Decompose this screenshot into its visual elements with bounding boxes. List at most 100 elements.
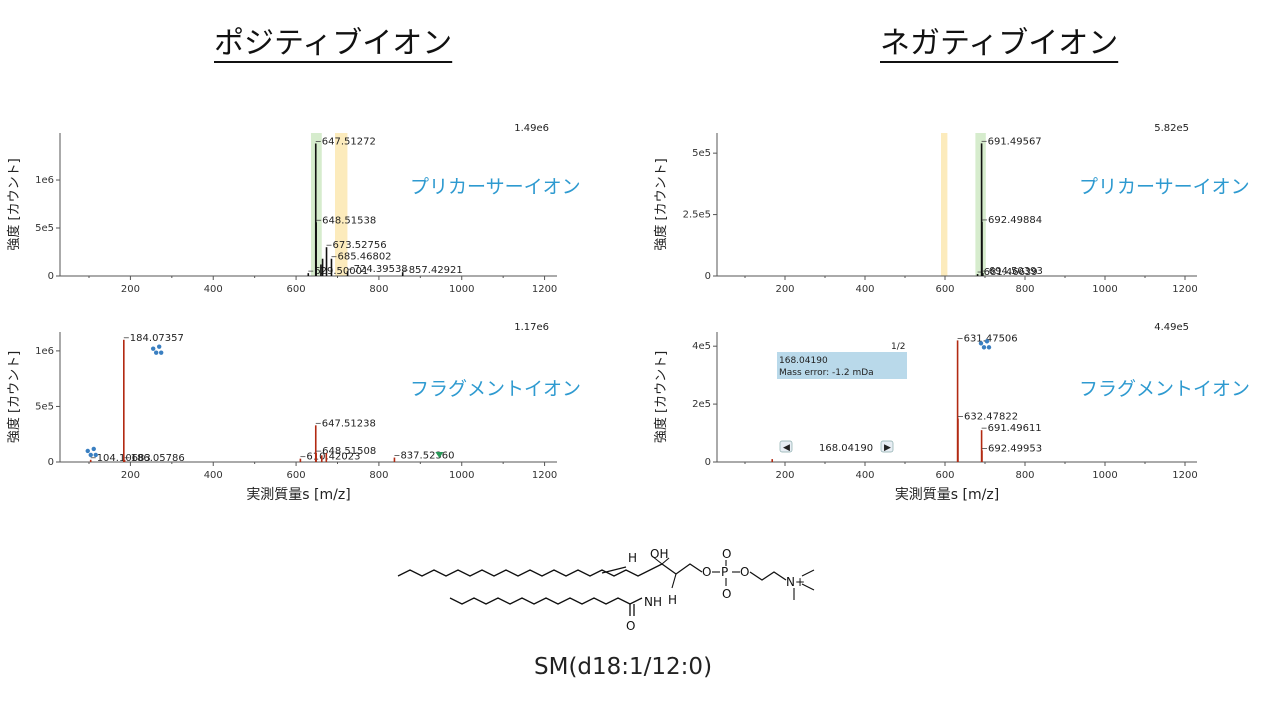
molecule-dot [158, 350, 164, 355]
triangle-marker-icon [435, 452, 444, 458]
peak-label: 184.07357 [130, 333, 184, 344]
tooltip-page: 1/2 [891, 342, 905, 352]
x-tick-label: 200 [775, 284, 794, 295]
ether-oxygen: O [702, 565, 711, 579]
peak-label: 724.39538 [354, 264, 408, 275]
x-tick-label: 400 [204, 470, 223, 481]
molecule-dot [85, 448, 90, 454]
x-tick-label: 1000 [449, 470, 474, 481]
y-tick-label: 1e6 [35, 346, 54, 357]
x-axis-label: 実測質量s [m/z] [246, 487, 350, 503]
nav-mass-value: 168.04190 [819, 443, 873, 454]
peak-label: 632.47822 [964, 412, 1018, 423]
x-tick-label: 200 [775, 470, 794, 481]
positive-ion-heading: ポジティブイオン [214, 26, 453, 61]
tooltip-mass: 168.04190 [779, 356, 828, 366]
peak-label: 647.51238 [322, 418, 376, 429]
y-tick-label: 0 [705, 457, 711, 468]
phosphorus-atom: P [721, 565, 728, 579]
peak-label: 857.42921 [409, 265, 463, 276]
peak-label: 610.42023 [306, 452, 360, 463]
max-intensity-label: 5.82e5 [1154, 123, 1189, 134]
molecule-dot [156, 344, 162, 349]
molecule-dot [978, 341, 984, 346]
y-tick-label: 5e5 [35, 401, 54, 412]
prev-arrow-icon: ◀ [783, 443, 790, 453]
molecule-icon [978, 339, 992, 350]
molecule-dot [88, 452, 93, 458]
y-tick-label: 5e5 [692, 148, 711, 159]
max-intensity-label: 1.17e6 [514, 322, 549, 333]
molecule-dot [93, 452, 98, 458]
molecule-dot [91, 446, 96, 452]
phosphate-oxygen-top: O [722, 547, 731, 561]
max-intensity-label: 4.49e5 [1154, 322, 1189, 333]
molecule-dot [150, 346, 156, 351]
molecule-dot [153, 350, 159, 355]
x-tick-label: 800 [369, 284, 388, 295]
tooltip-mass-error: Mass error: -1.2 mDa [779, 368, 874, 378]
spectrum-type-label: プリカーサーイオン [1079, 176, 1250, 198]
next-arrow-icon: ▶ [884, 443, 891, 453]
x-tick-label: 1000 [1092, 470, 1117, 481]
x-tick-label: 600 [935, 470, 954, 481]
mass-tooltip-box [777, 352, 907, 379]
molecule-icon [85, 446, 98, 458]
hydrogen-atom-bottom: H [668, 593, 677, 607]
y-axis-label: 強度 [カウント] [6, 351, 22, 443]
next-nav-box [880, 440, 894, 453]
peak-label: 629.50001 [314, 266, 368, 277]
x-axis-label: 実測質量s [m/z] [895, 487, 999, 503]
y-tick-label: 5e5 [35, 223, 54, 234]
x-tick-label: 1200 [1172, 284, 1197, 295]
peak-label: 692.49884 [988, 215, 1042, 226]
x-tick-label: 400 [855, 470, 874, 481]
x-tick-label: 1200 [532, 470, 557, 481]
x-tick-label: 200 [121, 284, 140, 295]
hydroxyl-group: OH [650, 547, 668, 561]
phosphate-oxygen-bottom: O [722, 587, 731, 601]
spectrum-type-label: フラグメントイオン [410, 378, 581, 400]
spectrum-type-label: フラグメントイオン [1079, 378, 1250, 400]
y-axis-label: 強度 [カウント] [6, 158, 22, 250]
peak-label: 648.51508 [322, 446, 376, 457]
x-tick-label: 400 [204, 284, 223, 295]
x-tick-label: 1200 [1172, 470, 1197, 481]
x-tick-label: 1000 [1092, 284, 1117, 295]
molecule-dot [986, 345, 992, 350]
peak-label: 648.51538 [322, 215, 376, 226]
highlight-band [941, 133, 948, 276]
x-tick-label: 1000 [449, 284, 474, 295]
x-tick-label: 600 [287, 284, 306, 295]
x-tick-label: 600 [287, 470, 306, 481]
next-nav-button[interactable]: ▶ [880, 440, 894, 453]
peak-label: 694.50393 [989, 266, 1043, 277]
y-axis-label: 強度 [カウント] [653, 158, 669, 250]
compound-name: SM(d18:1/12:0) [534, 654, 713, 680]
y-tick-label: 0 [705, 271, 711, 282]
y-tick-label: 4e5 [692, 341, 711, 352]
negative-ion-heading: ネガティブイオン [880, 26, 1119, 61]
peak-label: 837.52360 [400, 451, 454, 462]
x-tick-label: 800 [1015, 470, 1034, 481]
peak-label: 673.52756 [333, 240, 387, 251]
x-tick-label: 800 [1015, 284, 1034, 295]
sphingomyelin-structure: H OH O P O O O N+ NH H O [397, 547, 815, 633]
peak-label: 691.49567 [988, 136, 1042, 147]
peak-label: 685.46802 [337, 252, 391, 263]
peak-label: 186.05786 [131, 453, 185, 464]
peak-label: 647.51272 [322, 137, 376, 148]
y-tick-label: 0 [48, 271, 54, 282]
spectrum-type-label: プリカーサーイオン [410, 176, 581, 198]
peak-label: 692.49953 [988, 443, 1042, 454]
prev-nav-button[interactable]: ◀ [779, 440, 793, 453]
x-tick-label: 1200 [532, 284, 557, 295]
y-tick-label: 2.5e5 [683, 210, 711, 221]
highlight-band [975, 133, 986, 276]
y-tick-label: 0 [48, 457, 54, 468]
carbonyl-oxygen: O [626, 619, 635, 633]
peak-label: 631.47506 [964, 333, 1018, 344]
highlight-band [335, 133, 348, 276]
x-tick-label: 400 [855, 284, 874, 295]
amide-nh: NH [644, 595, 662, 609]
